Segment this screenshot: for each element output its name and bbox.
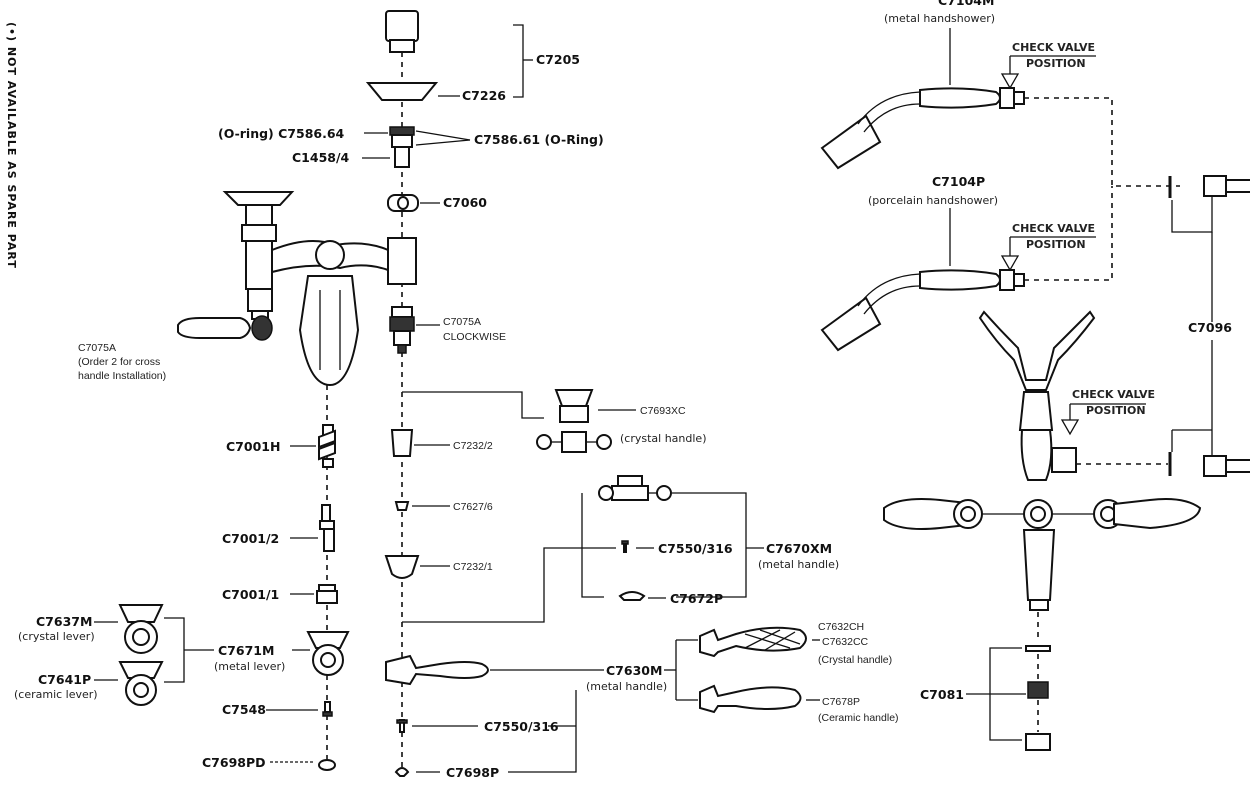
- label-c7226: C7226: [462, 88, 506, 103]
- part-c7698pd: [318, 759, 336, 771]
- part-c7693xc: [536, 389, 612, 453]
- part-c1458-cartridge: [389, 126, 415, 168]
- connector-c7693xc: [402, 391, 544, 419]
- label-c7641p-desc: (ceramic lever): [14, 688, 98, 701]
- label-c7001-1: C7001/1: [222, 587, 279, 602]
- label-c7001h: C7001H: [226, 439, 280, 454]
- label-c7698p: C7698P: [446, 765, 499, 780]
- label-c7550-upper: C7550/316: [658, 541, 733, 556]
- hose-path-1: [1024, 97, 1180, 187]
- label-c7096: C7096: [1188, 320, 1232, 335]
- not-available-note: (•) NOT AVAILABLE AS SPARE PART: [5, 22, 18, 269]
- part-mixer-body: [222, 191, 417, 387]
- label-c7075a-left-1: C7075A: [78, 342, 116, 354]
- part-c7672p: [618, 591, 646, 601]
- part-c7001-2: [319, 504, 335, 552]
- label-c7632ch: C7632CH: [818, 621, 864, 633]
- label-c7641p: C7641P: [38, 672, 91, 687]
- part-body-lever: [177, 315, 273, 341]
- part-c7232-1: [384, 555, 420, 579]
- label-c7001-2: C7001/2: [222, 531, 279, 546]
- bracket-levers: [164, 617, 185, 683]
- part-c7548-screw: [322, 701, 333, 717]
- label-c7637m: C7637M: [36, 614, 92, 629]
- part-c7060: [387, 194, 419, 212]
- label-c7104p-desc: (porcelain handshower): [868, 194, 998, 207]
- label-c7075a-mid-1: C7075A: [443, 316, 481, 328]
- part-c7096-fitting-bottom: [1168, 452, 1250, 477]
- label-c7627: C7627/6: [453, 501, 493, 513]
- part-c7001-1: [316, 584, 338, 604]
- part-c7630m-lever: [385, 654, 489, 686]
- label-c7104m-desc: (metal handshower): [884, 12, 995, 25]
- label-c7671m-desc: (metal lever): [214, 660, 285, 673]
- label-c7693xc-desc: (crystal handle): [620, 432, 707, 445]
- part-c7550-upper-screw: [621, 540, 629, 553]
- label-check-valve-3: CHECK VALVE: [1072, 388, 1155, 401]
- part-c7637m: [118, 604, 164, 654]
- part-c7226: [365, 82, 439, 101]
- label-c7698pd: C7698PD: [202, 755, 266, 770]
- label-position-3: POSITION: [1086, 404, 1146, 417]
- label-c7672p: C7672P: [670, 591, 723, 606]
- label-c7630m: C7630M: [606, 663, 662, 678]
- part-c7096-fitting-top: [1168, 175, 1250, 198]
- label-c7232-1: C7232/1: [453, 561, 493, 573]
- label-c7678p-desc: (Ceramic handle): [818, 712, 899, 724]
- label-c7670xm-desc: (metal handle): [758, 558, 839, 571]
- label-c7671m: C7671M: [218, 643, 274, 658]
- label-c7060: C7060: [443, 195, 487, 210]
- part-c7627: [394, 501, 410, 511]
- label-c7670xm: C7670XM: [766, 541, 832, 556]
- part-c7104p-handshower: [820, 269, 1025, 352]
- label-position-2: POSITION: [1026, 238, 1086, 251]
- label-position-1: POSITION: [1026, 57, 1086, 70]
- label-check-valve-2: CHECK VALVE: [1012, 222, 1095, 235]
- label-c7205: C7205: [536, 52, 580, 67]
- part-c7671m: [306, 631, 350, 676]
- label-check-valve-1: CHECK VALVE: [1012, 41, 1095, 54]
- part-c7232-2: [390, 429, 414, 457]
- label-c7637m-desc: (crystal lever): [18, 630, 95, 643]
- part-c7104m-handshower: [820, 87, 1025, 170]
- label-c7081: C7081: [920, 687, 964, 702]
- part-c7001h: [318, 424, 336, 468]
- part-c7081-aerator: [1025, 645, 1051, 751]
- bracket-c7670xm: [672, 492, 747, 598]
- part-c7670xm: [598, 475, 672, 501]
- part-c7641p: [118, 661, 164, 706]
- label-c7104p: C7104P: [932, 174, 985, 189]
- label-c7678p: C7678P: [822, 696, 860, 708]
- part-c7075a-cartridge: [389, 306, 415, 354]
- part-c7205-cap: [385, 10, 419, 53]
- part-c7550-lower-screw: [396, 719, 408, 733]
- part-c7632-crystal-lever: [699, 626, 807, 658]
- part-wall-mixer-cradle: [883, 310, 1202, 611]
- label-c7632cc: C7632CC: [822, 636, 869, 648]
- label-c1458-4: C1458/4: [292, 150, 350, 165]
- label-c7104m: C7104M: [938, 0, 994, 8]
- label-c7075a-left-3: handle Installation): [78, 370, 166, 382]
- label-c7586-64: (O-ring) C7586.64: [218, 126, 345, 141]
- label-c7075a-left-2: (Order 2 for cross: [78, 356, 160, 368]
- label-c7075a-mid-2: CLOCKWISE: [443, 331, 506, 343]
- label-c7632-desc: (Crystal handle): [818, 654, 892, 666]
- label-c7550-lower: C7550/316: [484, 719, 559, 734]
- label-c7586-61: C7586.61 (O-Ring): [474, 132, 604, 147]
- label-c7693xc: C7693XC: [640, 405, 686, 417]
- label-c7630m-desc: (metal handle): [586, 680, 667, 693]
- part-c7698p: [394, 767, 410, 777]
- bracket-c7205: [513, 24, 524, 98]
- bracket-c7096-top: [1171, 196, 1213, 233]
- part-c7678p-ceramic-lever: [699, 684, 802, 714]
- label-c7232-2: C7232/2: [453, 440, 493, 452]
- label-c7548: C7548: [222, 702, 266, 717]
